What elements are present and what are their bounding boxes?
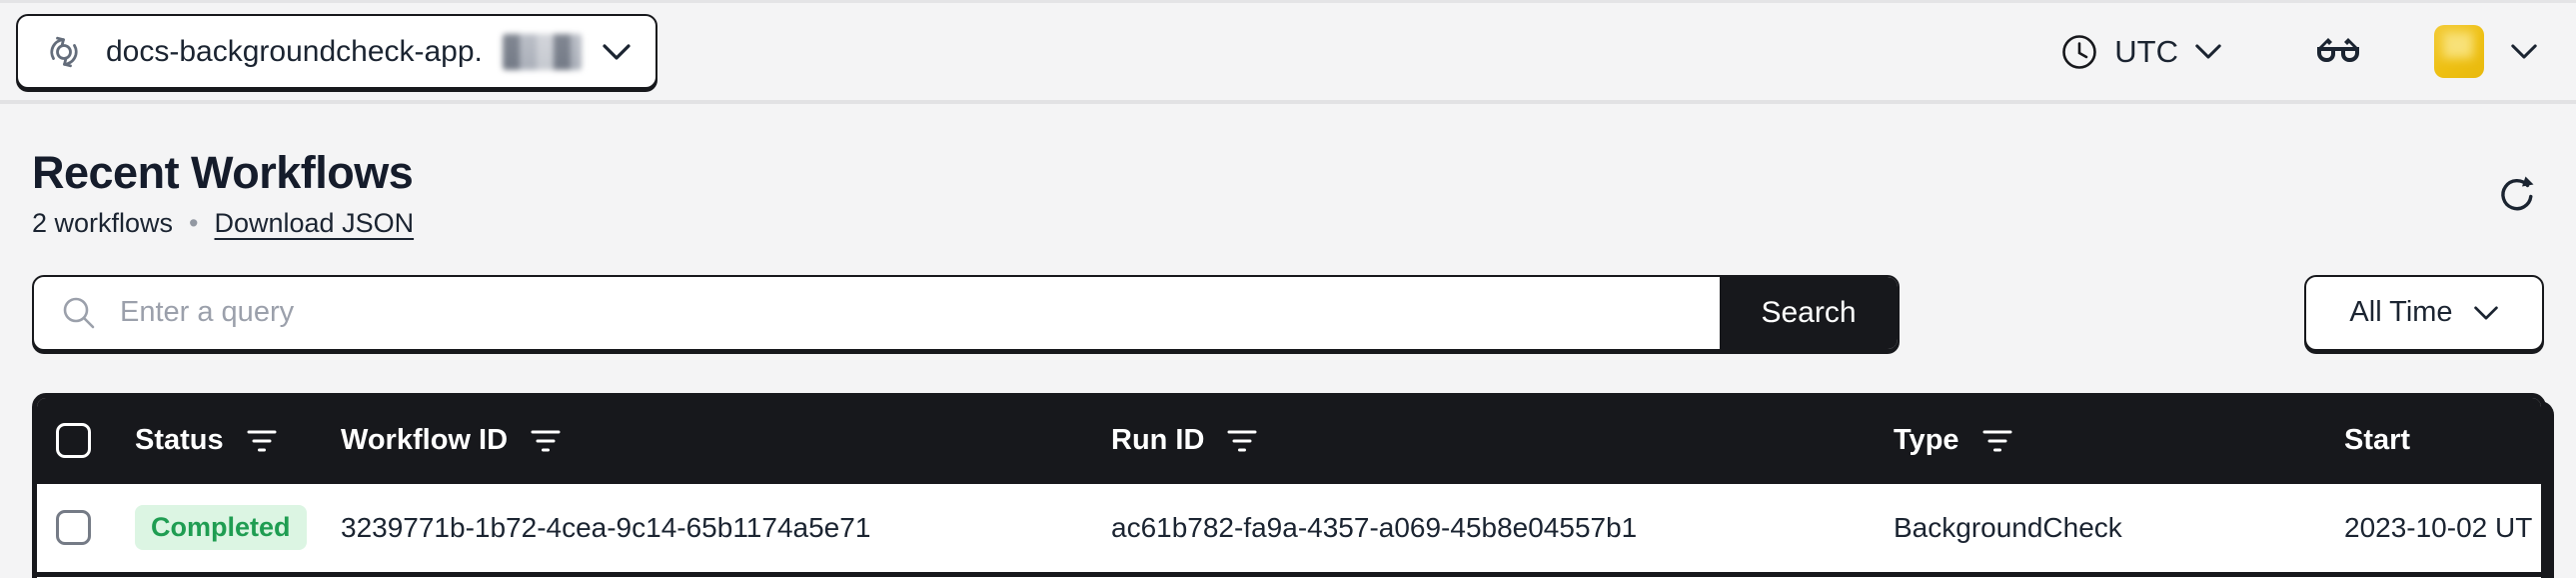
filter-icon[interactable] xyxy=(1981,428,2013,454)
run-id-link[interactable]: ac61b782-fa9a-4357-a069-45b8e04557b1 xyxy=(1111,511,1638,543)
column-header-type: Type xyxy=(1869,424,2319,457)
redacted-namespace-suffix xyxy=(502,33,582,70)
column-header-run-id: Run ID xyxy=(1086,424,1869,457)
column-header-workflow-id: Workflow ID xyxy=(316,424,1086,457)
query-input[interactable] xyxy=(98,276,1720,349)
download-json-link[interactable]: Download JSON xyxy=(214,207,415,238)
table-row-partial xyxy=(37,576,2541,578)
workflow-type-link[interactable]: BackgroundCheck xyxy=(1894,511,2122,543)
status-badge: Completed xyxy=(135,505,307,550)
start-time-cell: 2023-10-02 UT xyxy=(2344,511,2533,543)
page-title: Recent Workflows xyxy=(32,147,414,198)
chevron-down-icon xyxy=(2194,43,2222,60)
refresh-icon xyxy=(2496,172,2538,214)
search-row: Search All Time xyxy=(32,274,2544,351)
time-range-filter[interactable]: All Time xyxy=(2304,274,2544,351)
user-avatar xyxy=(2434,25,2484,78)
filter-icon[interactable] xyxy=(246,428,278,454)
search-button[interactable]: Search xyxy=(1720,276,1898,349)
workflows-table: Status Workflow ID xyxy=(32,392,2546,578)
main-content: Recent Workflows 2 workflows • Download … xyxy=(0,148,2576,578)
namespace-name: docs-backgroundcheck-app. xyxy=(106,34,483,68)
namespace-selector[interactable]: docs-backgroundcheck-app. xyxy=(16,14,657,89)
clock-icon xyxy=(2060,33,2098,71)
page-subtitle: 2 workflows • Download JSON xyxy=(32,208,414,239)
top-navigation-bar: docs-backgroundcheck-app. UTC xyxy=(0,3,2576,104)
refresh-button[interactable] xyxy=(2490,166,2544,220)
filter-icon[interactable] xyxy=(530,428,562,454)
namespace-cycle-icon xyxy=(42,30,86,74)
table-row: Completed 3239771b-1b72-4cea-9c14-65b117… xyxy=(37,483,2541,572)
row-divider xyxy=(37,571,2541,577)
separator-dot: • xyxy=(189,207,199,238)
chevron-down-icon xyxy=(602,43,632,61)
chevron-down-icon xyxy=(2473,305,2499,321)
column-header-start: Start xyxy=(2344,424,2411,456)
timezone-value: UTC xyxy=(2114,33,2178,69)
select-all-checkbox[interactable] xyxy=(56,423,91,458)
account-menu[interactable] xyxy=(2434,25,2538,78)
chevron-down-icon xyxy=(2510,43,2538,60)
query-search-box: Search xyxy=(32,274,1900,351)
time-range-value: All Time xyxy=(2349,296,2453,328)
page-header: Recent Workflows 2 workflows • Download … xyxy=(32,148,2544,239)
search-icon xyxy=(34,277,98,349)
topbar-right-cluster: UTC xyxy=(2060,25,2538,78)
column-header-status: Status xyxy=(110,424,316,457)
filter-icon[interactable] xyxy=(1226,428,1258,454)
row-checkbox[interactable] xyxy=(56,510,91,545)
timezone-selector[interactable]: UTC xyxy=(2060,33,2222,71)
workflow-count: 2 workflows xyxy=(32,207,174,238)
workflow-id-link[interactable]: 3239771b-1b72-4cea-9c14-65b1174a5e71 xyxy=(341,511,871,543)
glasses-icon xyxy=(2314,36,2362,68)
labs-mode-button[interactable] xyxy=(2314,36,2362,68)
table-header-row: Status Workflow ID xyxy=(37,397,2541,484)
